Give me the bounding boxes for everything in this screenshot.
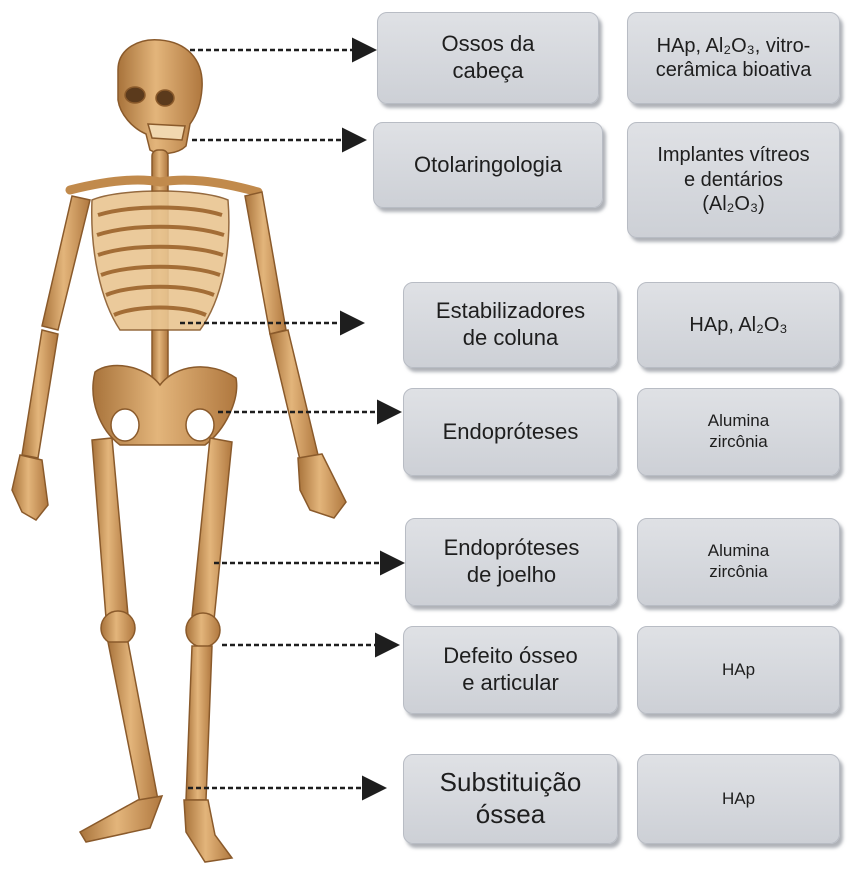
material-box-head: HAp, Al₂O₃, vitro- cerâmica bioativa — [627, 12, 840, 104]
label-box-bone-substitution: Substituição óssea — [403, 754, 618, 844]
label-head: Ossos da cabeça — [442, 31, 535, 85]
material-hip: Alumina zircônia — [708, 411, 769, 452]
label-box-bone-defect: Defeito ósseo e articular — [403, 626, 618, 714]
label-spine: Estabilizadores de coluna — [436, 298, 585, 352]
label-box-spine: Estabilizadores de coluna — [403, 282, 618, 368]
label-knee: Endopróteses de joelho — [444, 535, 580, 589]
label-box-knee: Endopróteses de joelho — [405, 518, 618, 606]
material-bone-defect: HAp — [722, 660, 755, 681]
material-box-otolaryngology: Implantes vítreos e dentários (Al₂O₃) — [627, 122, 840, 238]
label-bone-substitution: Substituição óssea — [440, 767, 582, 830]
label-box-head: Ossos da cabeça — [377, 12, 599, 104]
material-box-spine: HAp, Al₂O₃ — [637, 282, 840, 368]
material-knee: Alumina zircônia — [708, 541, 769, 582]
material-spine: HAp, Al₂O₃ — [689, 313, 787, 337]
material-box-bone-defect: HAp — [637, 626, 840, 714]
label-bone-defect: Defeito ósseo e articular — [443, 643, 578, 697]
label-box-hip: Endopróteses — [403, 388, 618, 476]
material-box-bone-substitution: HAp — [637, 754, 840, 844]
material-box-knee: Alumina zircônia — [637, 518, 840, 606]
material-box-hip: Alumina zircônia — [637, 388, 840, 476]
material-otolaryngology: Implantes vítreos e dentários (Al₂O₃) — [657, 143, 809, 216]
material-head: HAp, Al₂O₃, vitro- cerâmica bioativa — [656, 34, 812, 83]
label-hip: Endopróteses — [443, 419, 579, 446]
label-otolaryngology: Otolaringologia — [414, 152, 562, 179]
material-bone-substitution: HAp — [722, 789, 755, 810]
label-box-otolaryngology: Otolaringologia — [373, 122, 603, 208]
